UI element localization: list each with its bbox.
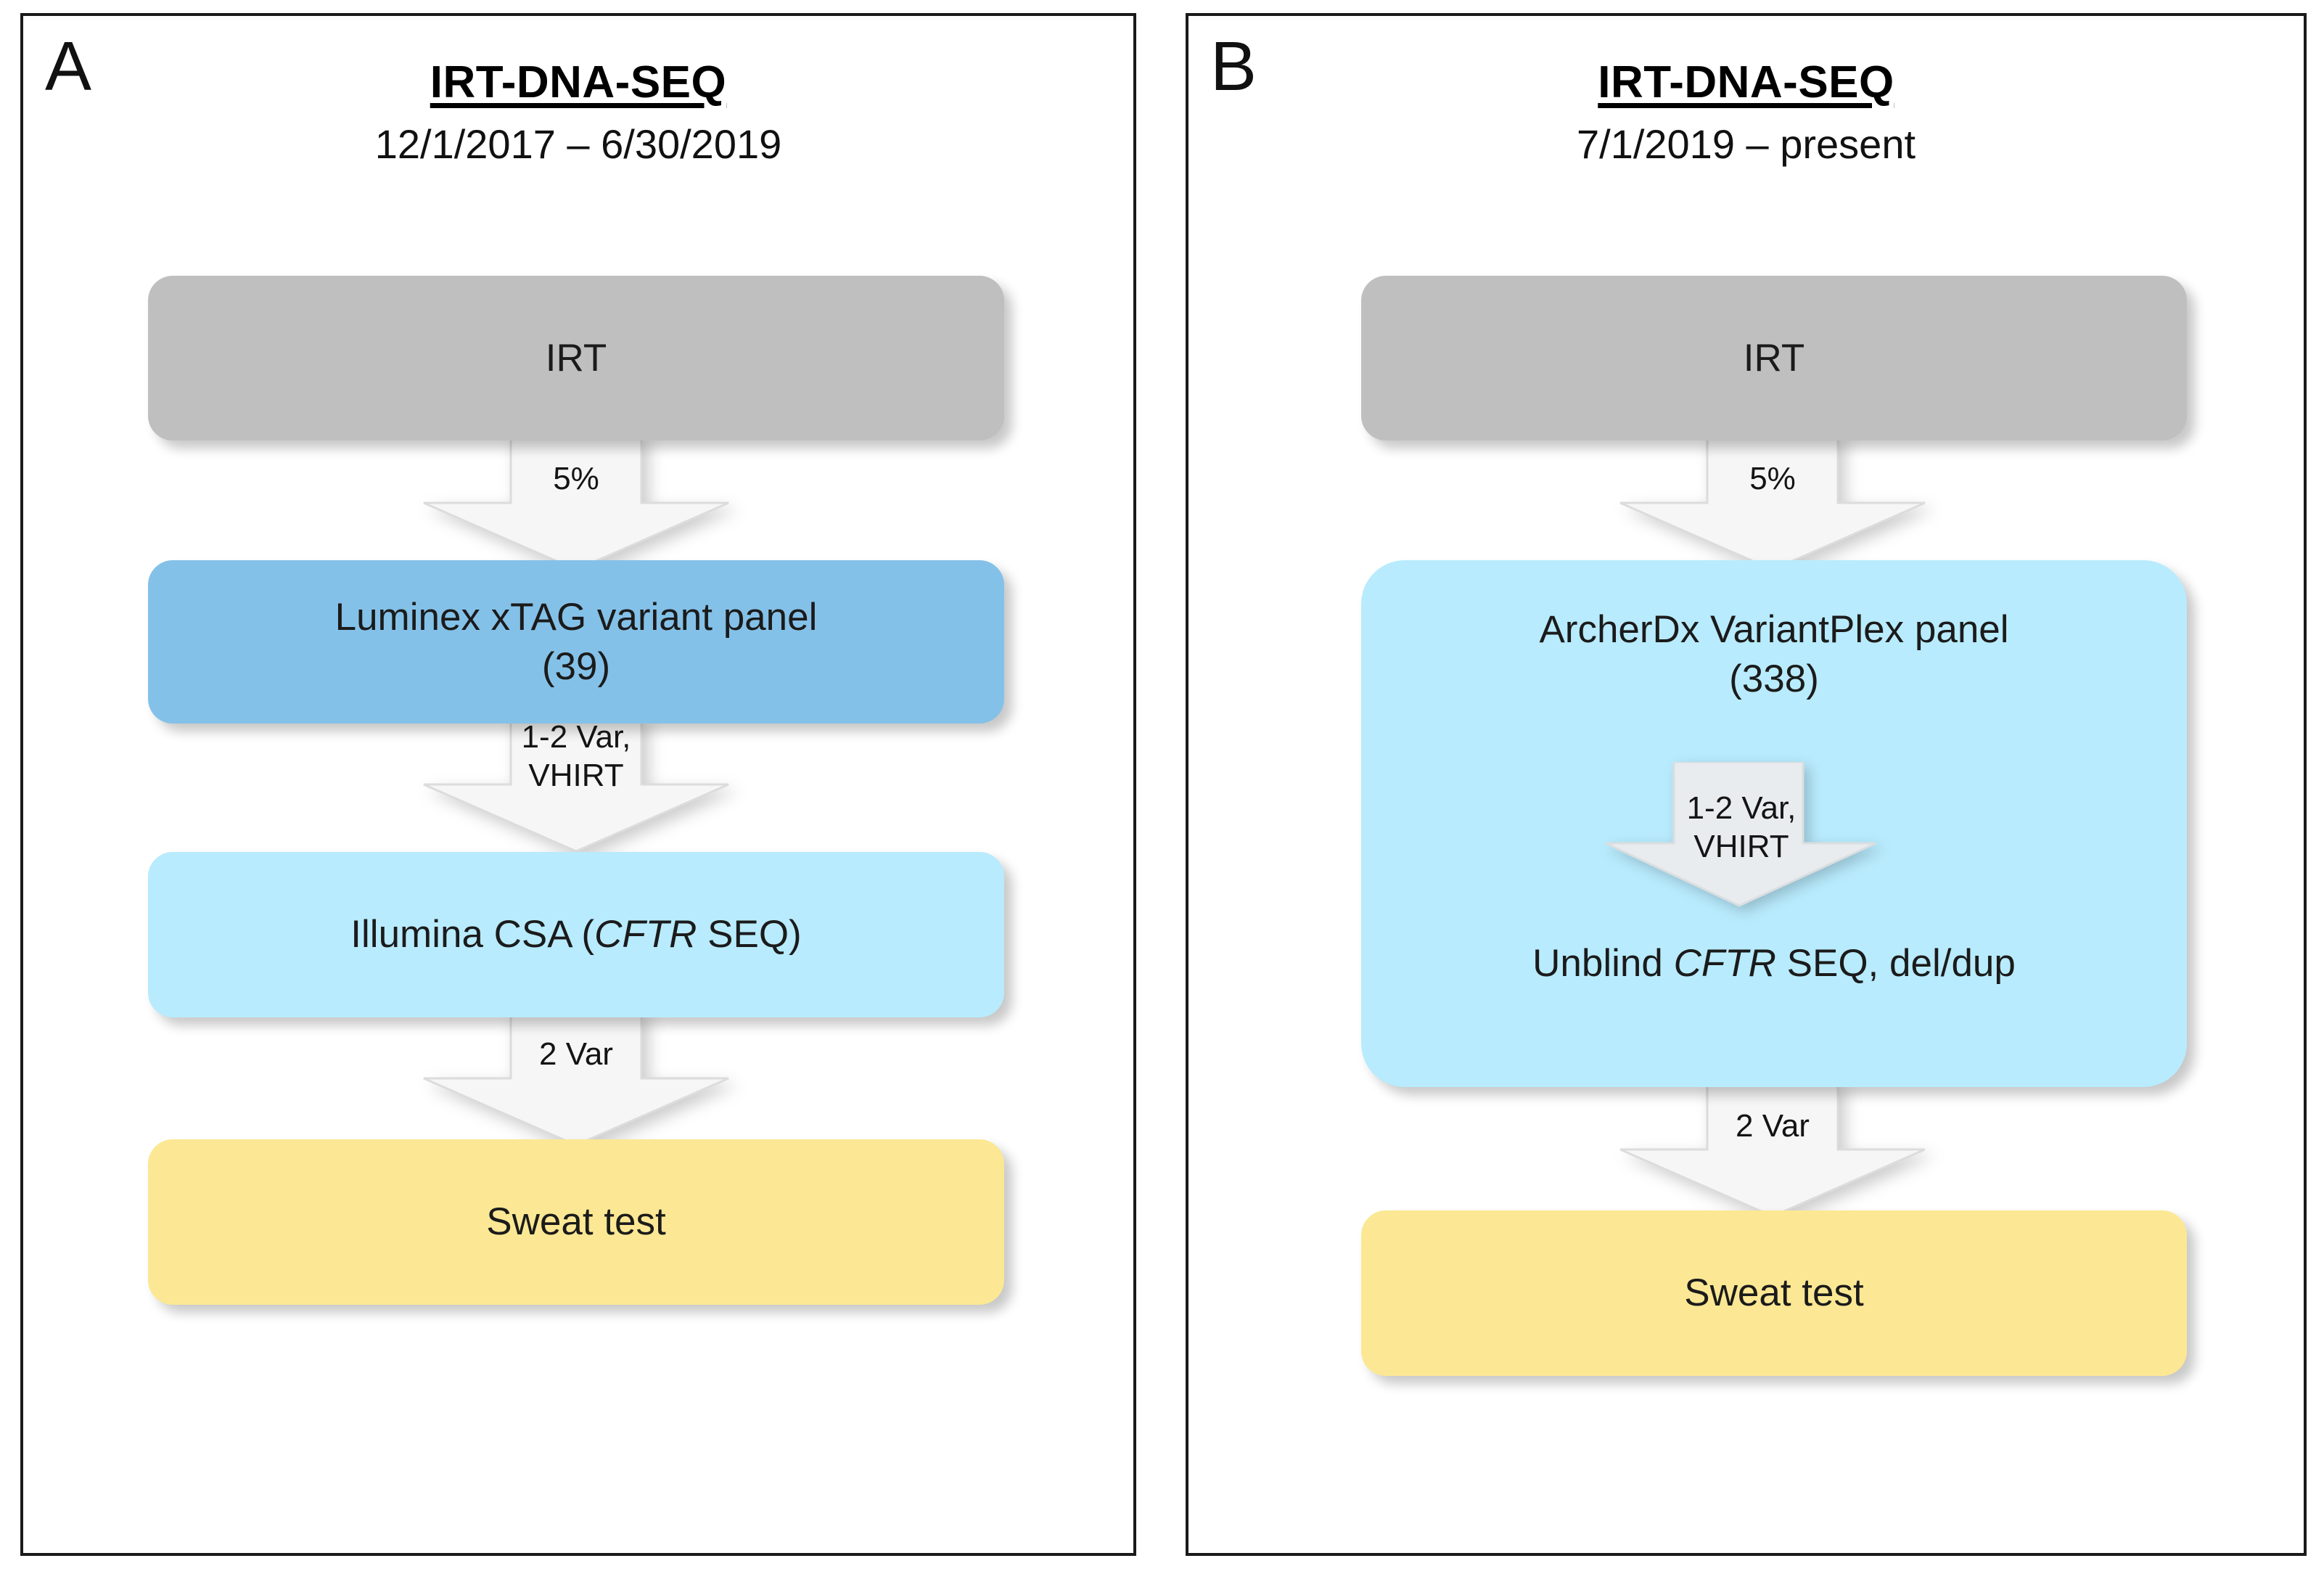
node-luminex[interactable]: Luminex xTAG variant panel (39) [148,560,1004,724]
node-illumina-csa-label-pre: Illumina CSA ( [350,913,595,956]
panel-a-date-range: 12/1/2017 – 6/30/2019 [374,121,782,168]
node-luminex-label-line-1: Luminex xTAG variant panel [334,595,818,639]
node-irt-label: IRT [1743,336,1805,380]
node-sweat-test-label: Sweat test [486,1200,666,1244]
node-irt[interactable]: IRT [148,276,1004,440]
node-archerdx-panel[interactable]: ArcherDx VariantPlex panel (338) 1-2 Var… [1361,560,2187,1087]
node-sweat-test-label: Sweat test [1684,1271,1864,1315]
node-irt[interactable]: IRT [1361,276,2187,440]
node-illumina-csa-label-gene: CFTR [594,913,697,956]
panel-a: A IRT-DNA-SEQ 12/1/2017 – 6/30/2019 IRT … [20,13,1136,1556]
arrow-unblind-to-sweat [1562,1080,1983,1218]
node-unblind-label-gene: CFTR [1673,942,1776,985]
node-luminex-label-line-2: (39) [541,644,611,688]
panel-b-date-range: 7/1/2019 – present [1576,121,1916,168]
panel-a-title: IRT-DNA-SEQ [430,57,727,107]
node-illumina-csa-label: Illumina CSA (CFTR SEQ) [350,910,801,959]
node-illumina-csa-label-post: SEQ) [697,913,802,956]
arrow-irt-to-luminex [366,433,787,571]
panel-b: B IRT-DNA-SEQ 7/1/2019 – present IRT 5% … [1186,13,2307,1556]
node-sweat-test[interactable]: Sweat test [148,1139,1004,1305]
node-unblind-label-pre: Unblind [1532,942,1674,985]
panel-b-title-block: IRT-DNA-SEQ 7/1/2019 – present [1188,57,2304,168]
arrow-csa-to-sweat [366,1009,787,1147]
node-archerdx-label-line-2: (338) [1729,657,1819,700]
node-unblind-label: Unblind CFTR SEQ, del/dup [1361,939,2187,988]
arrow-luminex-to-csa [366,715,787,853]
panel-b-title: IRT-DNA-SEQ [1598,57,1894,107]
panel-a-title-block: IRT-DNA-SEQ 12/1/2017 – 6/30/2019 [23,57,1133,168]
arrow-archer-to-unblind [1585,762,1897,907]
node-irt-label: IRT [545,336,607,380]
panel-b-letter: B [1210,28,1257,105]
node-unblind-label-post: SEQ, del/dup [1775,942,2016,985]
node-archerdx-label-line-1: ArcherDx VariantPlex panel [1539,608,2009,651]
arrow-irt-to-archer [1562,433,1983,571]
node-illumina-csa[interactable]: Illumina CSA (CFTR SEQ) [148,852,1004,1017]
node-sweat-test[interactable]: Sweat test [1361,1210,2187,1376]
panel-a-letter: A [45,28,92,105]
